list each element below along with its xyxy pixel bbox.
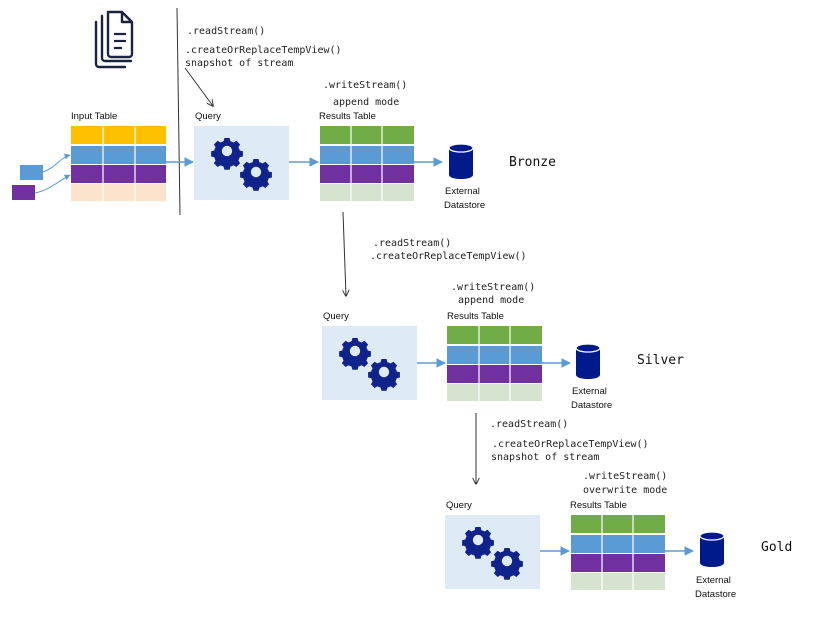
input-record-purple bbox=[12, 185, 35, 200]
silver-query-label: Query bbox=[323, 311, 349, 322]
stream-boundary-line bbox=[176, 7, 181, 216]
silver-results-table bbox=[447, 326, 542, 401]
input-record-arrow bbox=[42, 153, 71, 173]
gear-icon bbox=[240, 159, 272, 191]
gear-icon bbox=[339, 338, 371, 370]
gear-icon bbox=[211, 138, 243, 170]
database-icon bbox=[699, 531, 725, 567]
silver-tier-label: Silver bbox=[637, 353, 684, 368]
bronze-query-box bbox=[194, 126, 289, 200]
gold-query-label: Query bbox=[446, 500, 472, 511]
gold-datastore-line1: External bbox=[696, 575, 731, 586]
bronze-results-label: Results Table bbox=[319, 111, 376, 122]
bronze-tier-label: Bronze bbox=[509, 155, 556, 170]
bronze-write-stream: .writeStream() bbox=[323, 80, 407, 91]
gold-datastore-line2: Datastore bbox=[695, 589, 736, 600]
database-icon bbox=[448, 143, 474, 179]
silver-write-mode: append mode bbox=[458, 295, 524, 306]
bronze-results-table bbox=[320, 126, 414, 201]
gold-results-table bbox=[571, 515, 665, 590]
silver-write-stream: .writeStream() bbox=[451, 282, 535, 293]
document-stack-icon bbox=[94, 10, 134, 69]
silver-read-arrow bbox=[343, 211, 346, 296]
silver-datastore-line1: External bbox=[572, 386, 607, 397]
gear-icon bbox=[491, 548, 523, 580]
gold-read-stream: .readStream() bbox=[490, 419, 568, 430]
input-table bbox=[71, 126, 166, 201]
silver-temp-view: .createOrReplaceTempView() bbox=[370, 251, 527, 262]
silver-query-box bbox=[322, 326, 417, 400]
bronze-snapshot: snapshot of stream bbox=[185, 58, 293, 69]
gold-temp-view: .createOrReplaceTempView() bbox=[492, 439, 649, 450]
input-record-arrow bbox=[34, 174, 71, 194]
gold-write-mode: overwrite mode bbox=[583, 485, 667, 496]
gold-results-label: Results Table bbox=[570, 500, 627, 511]
silver-results-label: Results Table bbox=[447, 311, 504, 322]
bronze-datastore-line2: Datastore bbox=[444, 200, 485, 211]
bronze-write-mode: append mode bbox=[333, 97, 399, 108]
input-table-label: Input Table bbox=[71, 111, 117, 122]
gold-snapshot: snapshot of stream bbox=[491, 452, 599, 463]
gear-icon bbox=[368, 359, 400, 391]
bronze-datastore-line1: External bbox=[445, 186, 480, 197]
silver-read-stream: .readStream() bbox=[373, 238, 451, 249]
gold-tier-label: Gold bbox=[761, 540, 792, 555]
bronze-read-arrow bbox=[184, 67, 213, 106]
gold-write-stream: .writeStream() bbox=[583, 471, 667, 482]
bronze-temp-view: .createOrReplaceTempView() bbox=[185, 45, 342, 56]
database-icon bbox=[575, 343, 601, 379]
gold-query-box bbox=[445, 515, 540, 589]
bronze-query-label: Query bbox=[195, 111, 221, 122]
bronze-read-stream: .readStream() bbox=[187, 26, 265, 37]
input-record-blue bbox=[20, 165, 43, 180]
silver-datastore-line2: Datastore bbox=[571, 400, 612, 411]
gear-icon bbox=[462, 527, 494, 559]
